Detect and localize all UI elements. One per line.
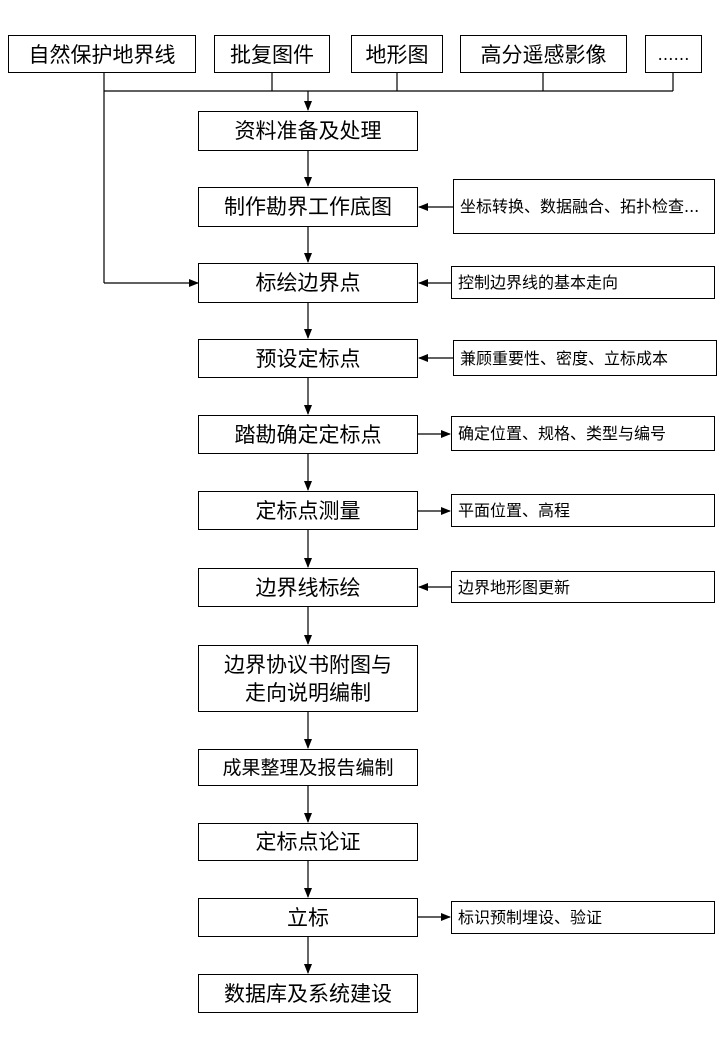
step-boundary-drawing: 边界线标绘 bbox=[198, 568, 418, 607]
note-label: 标识预制埋设、验证 bbox=[458, 908, 603, 927]
step-database-system: 数据库及系统建设 bbox=[198, 974, 418, 1013]
source-label: 自然保护地界线 bbox=[28, 43, 176, 67]
step-label: 定标点论证 bbox=[255, 830, 361, 854]
step-label: 边界协议书附图与 走向说明编制 bbox=[224, 652, 392, 705]
step-erect-markers: 立标 bbox=[198, 898, 418, 937]
step-data-preparation: 资料准备及处理 bbox=[198, 111, 418, 151]
step-agreement-drawings: 边界协议书附图与 走向说明编制 bbox=[198, 645, 418, 712]
note-label: 兼顾重要性、密度、立标成本 bbox=[460, 348, 669, 368]
step-label: 标绘边界点 bbox=[255, 271, 361, 295]
note-label: 平面位置、高程 bbox=[458, 501, 571, 520]
step-label: 定标点测量 bbox=[255, 498, 361, 523]
source-label: 地形图 bbox=[365, 43, 429, 67]
step-results-report: 成果整理及报告编制 bbox=[198, 749, 418, 786]
step-label: 成果整理及报告编制 bbox=[222, 756, 394, 779]
step-base-map: 制作勘界工作底图 bbox=[198, 187, 418, 227]
step-point-verification: 定标点论证 bbox=[198, 823, 418, 861]
source-approval-maps: 批复图件 bbox=[214, 35, 330, 73]
note-coordinate-conversion: 坐标转换、数据融合、拓扑检查... bbox=[453, 179, 715, 234]
source-natural-reserve-boundary: 自然保护地界线 bbox=[8, 35, 196, 73]
source-label: 批复图件 bbox=[230, 43, 314, 67]
note-boundary-direction: 控制边界线的基本走向 bbox=[451, 266, 715, 299]
note-position-elevation: 平面位置、高程 bbox=[451, 494, 715, 527]
note-label: 边界地形图更新 bbox=[458, 577, 571, 597]
note-marker-prefab-verify: 标识预制埋设、验证 bbox=[451, 901, 715, 934]
source-label: …… bbox=[657, 44, 690, 64]
note-importance-density-cost: 兼顾重要性、密度、立标成本 bbox=[453, 340, 717, 376]
step-label: 踏勘确定定标点 bbox=[234, 422, 382, 447]
source-more: …… bbox=[645, 35, 702, 73]
step-preset-points: 预设定标点 bbox=[198, 339, 418, 378]
step-label: 立标 bbox=[287, 905, 329, 930]
source-topographic-map: 地形图 bbox=[351, 35, 443, 73]
note-position-spec-type-number: 确定位置、规格、类型与编号 bbox=[451, 416, 715, 451]
step-label: 制作勘界工作底图 bbox=[224, 195, 392, 219]
note-label: 确定位置、规格、类型与编号 bbox=[458, 424, 667, 443]
step-point-survey: 定标点测量 bbox=[198, 491, 418, 530]
source-label: 高分遥感影像 bbox=[480, 43, 607, 67]
note-topographic-update: 边界地形图更新 bbox=[451, 571, 715, 603]
note-label: 坐标转换、数据融合、拓扑检查... bbox=[460, 197, 700, 216]
step-label: 数据库及系统建设 bbox=[224, 981, 392, 1006]
step-mark-boundary-points: 标绘边界点 bbox=[198, 263, 418, 303]
note-label: 控制边界线的基本走向 bbox=[458, 273, 619, 292]
step-label: 边界线标绘 bbox=[255, 575, 361, 600]
source-remote-sensing: 高分遥感影像 bbox=[460, 35, 627, 73]
step-label: 资料准备及处理 bbox=[234, 119, 382, 143]
step-label: 预设定标点 bbox=[255, 346, 361, 371]
step-field-confirm-points: 踏勘确定定标点 bbox=[198, 415, 418, 454]
